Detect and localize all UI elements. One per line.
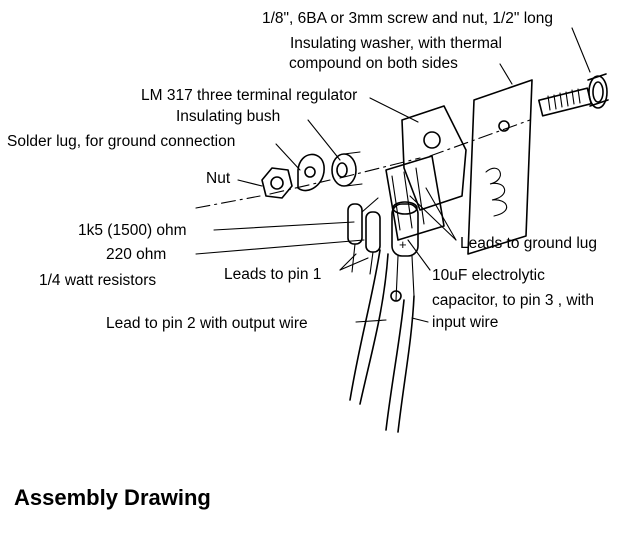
label-regulator: LM 317 three terminal regulator xyxy=(141,87,358,104)
leader-pin2 xyxy=(355,319,387,323)
label-lead-pin2: Lead to pin 2 with output wire xyxy=(106,315,308,332)
label-capacitor-line3: input wire xyxy=(432,314,499,331)
leader-1k5 xyxy=(213,221,355,231)
label-leads-pin1: Leads to pin 1 xyxy=(224,266,322,283)
leader-regulator xyxy=(369,97,419,123)
label-nut: Nut xyxy=(206,170,231,187)
label-washer-line2: compound on both sides xyxy=(289,55,458,72)
leader-screw xyxy=(571,27,591,73)
capacitor-polarity-mark: + xyxy=(399,237,407,252)
label-bush: Insulating bush xyxy=(176,108,281,125)
label-leads-ground: Leads to ground lug xyxy=(460,235,598,252)
resistors-part xyxy=(347,197,381,275)
bush-part xyxy=(331,151,363,187)
leader-nut xyxy=(237,179,263,187)
leader-pin1-b xyxy=(339,257,369,271)
label-capacitor-line2: capacitor, to pin 3 , with xyxy=(432,292,594,309)
label-washer-line1: Insulating washer, with thermal xyxy=(290,35,502,52)
center-line xyxy=(195,119,531,209)
leader-lines xyxy=(195,27,591,323)
leader-bush xyxy=(307,119,341,161)
label-resistor-rating: 1/4 watt resistors xyxy=(39,272,157,289)
leader-washer xyxy=(499,63,513,85)
screw-part xyxy=(538,73,609,117)
wires xyxy=(349,249,415,433)
label-220-resistor: 220 ohm xyxy=(106,246,167,263)
leader-ground-b xyxy=(425,187,457,241)
regulator-part xyxy=(385,105,467,241)
label-capacitor-line1: 10uF electrolytic xyxy=(432,267,545,284)
label-1k5-resistor: 1k5 (1500) ohm xyxy=(78,222,187,239)
leader-input xyxy=(411,317,429,323)
label-screw: 1/8", 6BA or 3mm screw and nut, 1/2" lon… xyxy=(262,10,554,27)
leader-capacitor xyxy=(407,239,431,271)
leader-solder-lug xyxy=(275,143,301,171)
capacitor-part xyxy=(390,201,419,302)
label-solder-lug: Solder lug, for ground connection xyxy=(7,133,236,150)
leader-220 xyxy=(195,239,365,255)
solder-lug-part xyxy=(297,153,325,192)
drawing-title: Assembly Drawing xyxy=(14,485,211,510)
nut-part xyxy=(261,167,293,199)
insulating-washer-shape xyxy=(467,79,533,255)
